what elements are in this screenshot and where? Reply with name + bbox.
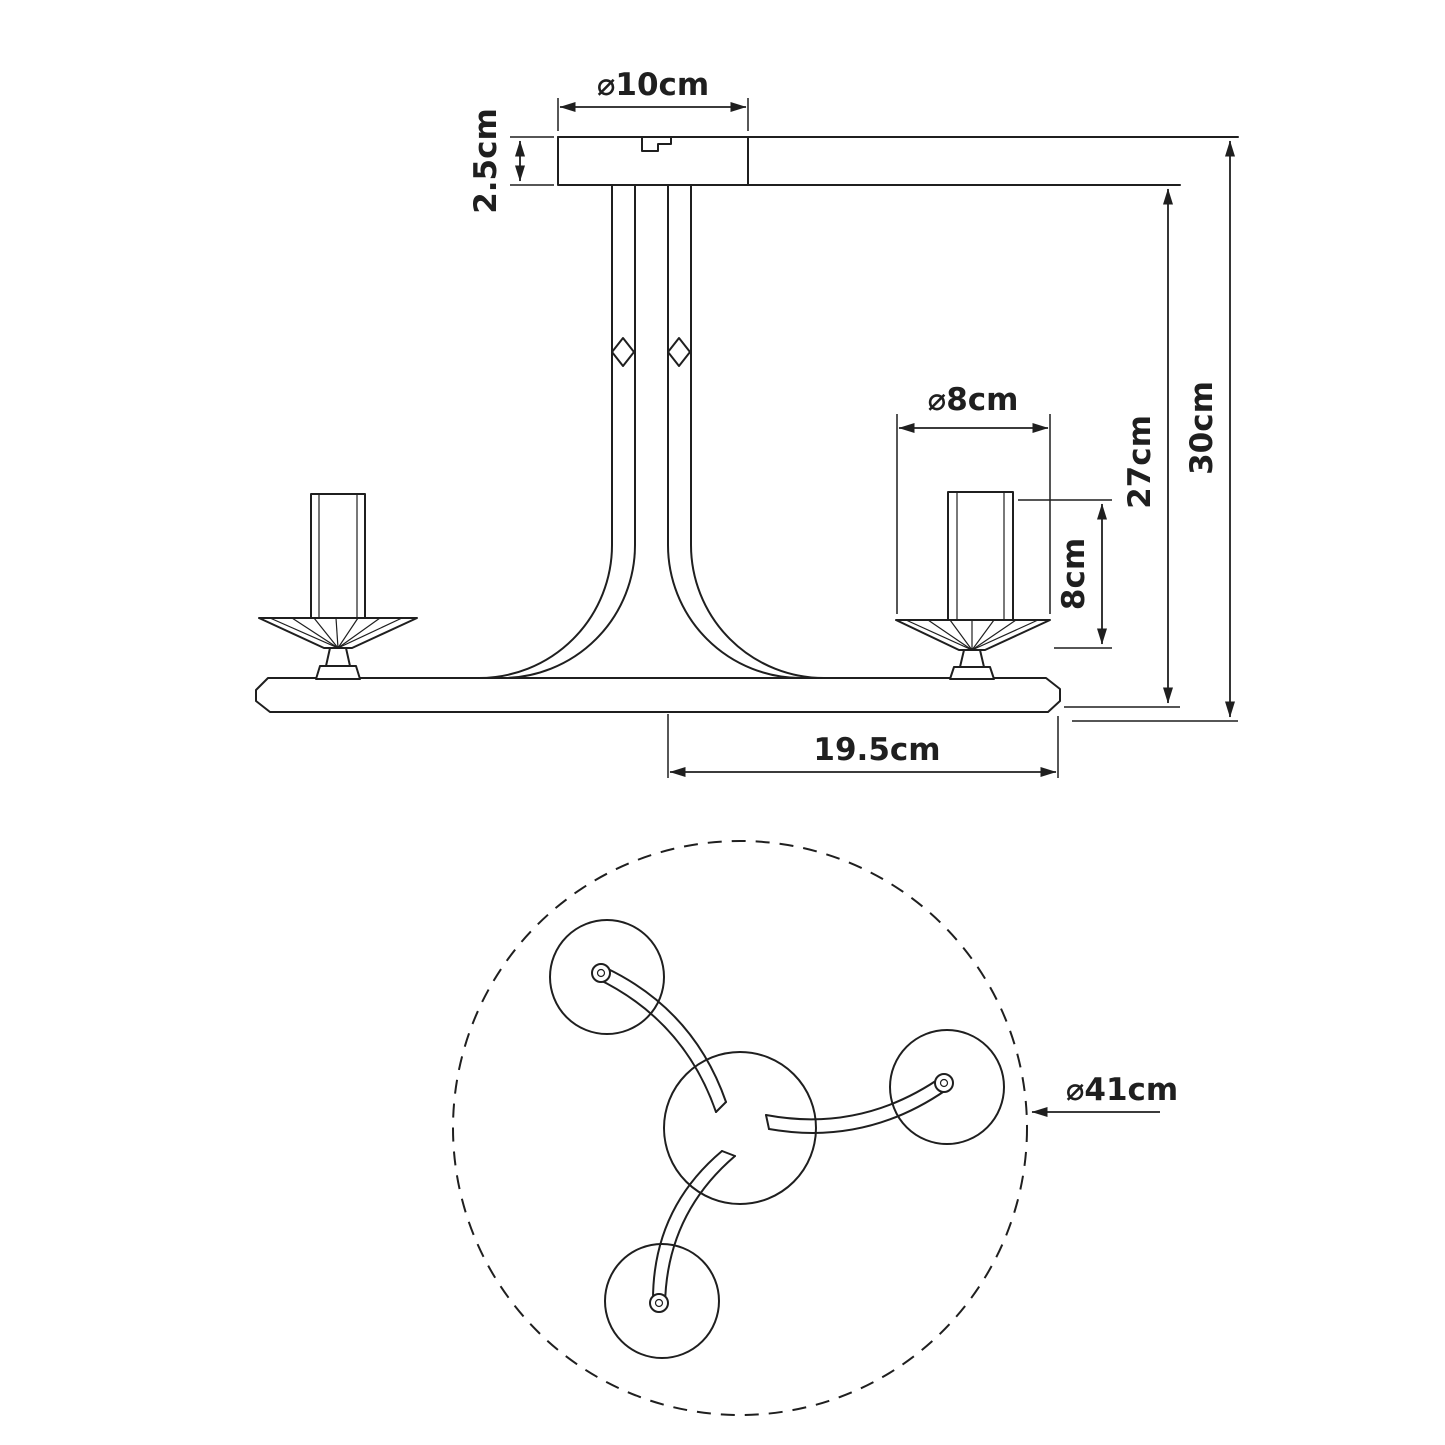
- dim-plate-diameter: ⌀10cm: [557, 67, 749, 131]
- stem-arms: [478, 184, 825, 679]
- dim-shade-height: 8cm: [1018, 499, 1112, 649]
- elevation-view: ⌀10cm 2.5cm ⌀8cm 8cm 27cm: [255, 67, 1239, 778]
- label-shade-diameter: ⌀8cm: [928, 382, 1019, 418]
- ceiling-plate: [557, 136, 1239, 186]
- plan-bolt-upper-left: [596, 968, 606, 978]
- dim-shade-diameter: ⌀8cm: [896, 382, 1051, 614]
- label-arm-projection: 19.5cm: [813, 732, 940, 768]
- overall-diameter-circle: [452, 840, 1028, 1416]
- left-candle-tube: [310, 493, 366, 619]
- dim-arm-projection: 19.5cm: [667, 714, 1059, 778]
- stem-diamond-right: [667, 337, 691, 367]
- keyhole-notch: [641, 136, 672, 152]
- dim-total-height: 30cm: [1072, 140, 1238, 722]
- label-plate-diameter: ⌀10cm: [597, 67, 709, 103]
- right-candle-tube: [947, 491, 1014, 621]
- label-plate-height: 2.5cm: [468, 108, 504, 214]
- plan-arm-right: [765, 1073, 954, 1134]
- right-candle: [895, 491, 1051, 680]
- plan-ceiling-plate: [663, 1051, 817, 1205]
- dim-plate-height: 2.5cm: [468, 108, 554, 214]
- dim-overall-diameter: ⌀41cm: [1031, 1072, 1178, 1117]
- label-total-height: 30cm: [1184, 381, 1220, 475]
- label-overall-diameter: ⌀41cm: [1066, 1072, 1178, 1108]
- plan-arm-bottom: [649, 1150, 736, 1313]
- dim-height-below-plate: 27cm: [1064, 188, 1180, 708]
- plan-bolt-bottom: [654, 1298, 664, 1308]
- stem-diamond-left: [611, 337, 635, 367]
- arm-bar: [255, 677, 1061, 713]
- left-candle: [258, 493, 418, 680]
- label-height-below-plate: 27cm: [1122, 415, 1158, 509]
- plan-arm-upper-left: [591, 963, 727, 1113]
- plan-bolt-right: [939, 1078, 949, 1088]
- label-shade-height: 8cm: [1056, 538, 1092, 610]
- plan-view: ⌀41cm: [452, 840, 1178, 1416]
